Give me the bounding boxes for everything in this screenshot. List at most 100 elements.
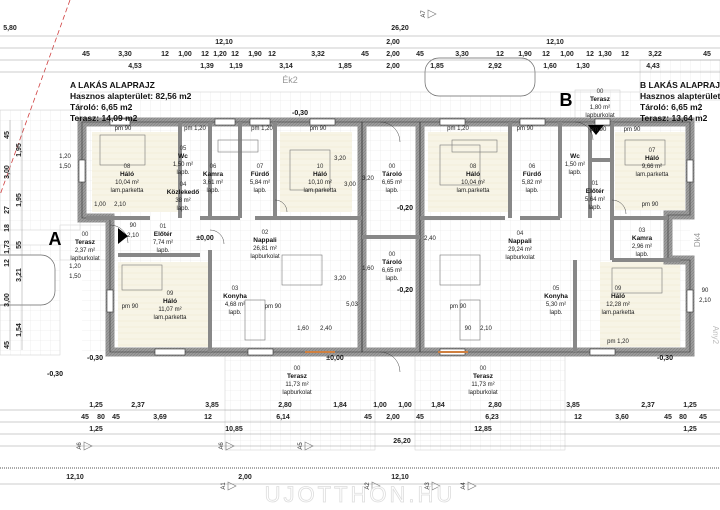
dimension-label: 12,10 <box>66 474 84 481</box>
dimension-label: 1,00 <box>373 402 387 409</box>
dimension-label: 18 <box>4 224 11 232</box>
dimension-label: 45 <box>699 414 707 421</box>
room-area: 11,73 m² <box>471 382 494 388</box>
dimension-label: 12 <box>268 51 276 58</box>
window <box>589 348 616 356</box>
room-name: Háló <box>120 171 134 178</box>
opening-dimension: 3,20 <box>334 276 346 282</box>
room-area: 7,74 m² <box>153 240 173 246</box>
room-floor: lam.parketta <box>153 315 187 321</box>
header-a-title: A LAKÁS ALAPRAJZ <box>70 80 155 90</box>
dimension-label: 45 <box>416 51 424 58</box>
room-floor: lapburkolat <box>282 390 312 396</box>
axis-marker-icon <box>371 481 381 491</box>
room-name: Nappali <box>508 238 532 245</box>
opening-dimension: 1,00 <box>94 202 106 208</box>
axis-mark-label: A5 <box>298 442 304 450</box>
room-name: Konyha <box>223 293 247 300</box>
room-floor: lapb. <box>549 310 562 316</box>
room-area: 9,66 m² <box>642 164 662 170</box>
room-area: 6,65 m² <box>382 180 402 186</box>
room-name: Előtér <box>586 188 605 195</box>
header-b-title: B LAKÁS ALAPRAJZ <box>640 80 720 90</box>
dimension-label: 45 <box>4 341 11 349</box>
level-mark: -0,30 <box>292 110 308 117</box>
door-swing <box>611 199 627 215</box>
dimension-label: 12,85 <box>474 426 492 433</box>
room-floor: lapburkolat <box>505 255 535 261</box>
axis-mark-label: A2 <box>365 482 371 490</box>
opening-dimension: pm 90 <box>115 126 132 132</box>
furniture <box>439 144 481 186</box>
dimension-label: 1,00 <box>560 51 574 58</box>
window <box>686 289 694 313</box>
opening-dimension: 2,10 <box>127 233 139 239</box>
dimension-label: 3,32 <box>311 51 325 58</box>
dimension-label: 12 <box>161 51 169 58</box>
dimension-label: 1,39 <box>200 63 214 70</box>
room-number: 08 <box>124 164 131 170</box>
axis-mark-label: A6 <box>219 442 225 450</box>
room-name: Kamra <box>203 171 224 178</box>
room-area: 1,50 m² <box>173 162 193 168</box>
dimension-label: 4,53 <box>128 63 142 70</box>
dimension-label: 2,92 <box>488 63 502 70</box>
dimension-label: 45 <box>416 414 424 421</box>
opening-dimension: 90 <box>702 288 709 294</box>
section-mark-dk4: Dk4 <box>693 232 702 247</box>
dimension-label: 1,30 <box>576 63 590 70</box>
dimension-label: 12 <box>4 259 11 267</box>
dimension-label: 45 <box>664 414 672 421</box>
dimension-label: 3,21 <box>16 268 23 282</box>
room-floor: lam.parketta <box>635 172 669 178</box>
opening-dimension: 2,10 <box>480 326 492 332</box>
room-area: 10,04 m² <box>461 180 485 186</box>
room-floor: lapb. <box>228 310 241 316</box>
car-outline <box>424 57 536 97</box>
dimension-label: 1,25 <box>89 402 103 409</box>
room-number: 06 <box>529 164 536 170</box>
room-number: 09 <box>167 291 174 297</box>
room-floor: lapburkolat <box>250 254 280 260</box>
opening-dimension: pm 90 <box>450 304 467 310</box>
room-floor: lapburkolat <box>70 256 100 262</box>
dimension-label: 45 <box>4 131 11 139</box>
room-number: 09 <box>615 286 622 292</box>
room-floor: lapburkolat <box>585 113 615 119</box>
level-mark: ±0,00 <box>196 235 214 242</box>
parquet-floor <box>92 132 182 212</box>
window <box>78 159 86 183</box>
opening-dimension: pm 90 <box>122 304 139 310</box>
dimension-label: 1,25 <box>89 426 103 433</box>
axis-marker-icon <box>431 481 441 491</box>
dimension-label: 45 <box>703 51 711 58</box>
room-name: Háló <box>163 298 177 305</box>
room-area: 11,07 m² <box>158 307 181 313</box>
room-name: Előtér <box>154 231 173 238</box>
entrance-arrow-icon <box>588 125 604 135</box>
room-floor: lapb. <box>635 252 648 258</box>
window <box>106 289 114 313</box>
room-number: 00 <box>597 89 604 95</box>
room-name: Tároló <box>382 259 402 266</box>
level-mark: -0,30 <box>47 371 63 378</box>
room-number: 00 <box>389 252 396 258</box>
opening-dimension: pm 90 <box>517 126 534 132</box>
header-b-terrace: Terasz: 13,64 m2 <box>640 113 708 123</box>
room-area: 26,81 m² <box>253 246 277 252</box>
opening-dimension: 2,40 <box>320 326 332 332</box>
dimension-label: 3,30 <box>118 51 132 58</box>
dimension-label: 12,10 <box>215 39 233 46</box>
furniture <box>439 254 481 286</box>
opening-dimension: 1,20 <box>59 154 71 160</box>
dimension-label: 2,00 <box>386 414 400 421</box>
boundary-line <box>0 0 71 196</box>
level-mark: -0,20 <box>397 205 413 212</box>
